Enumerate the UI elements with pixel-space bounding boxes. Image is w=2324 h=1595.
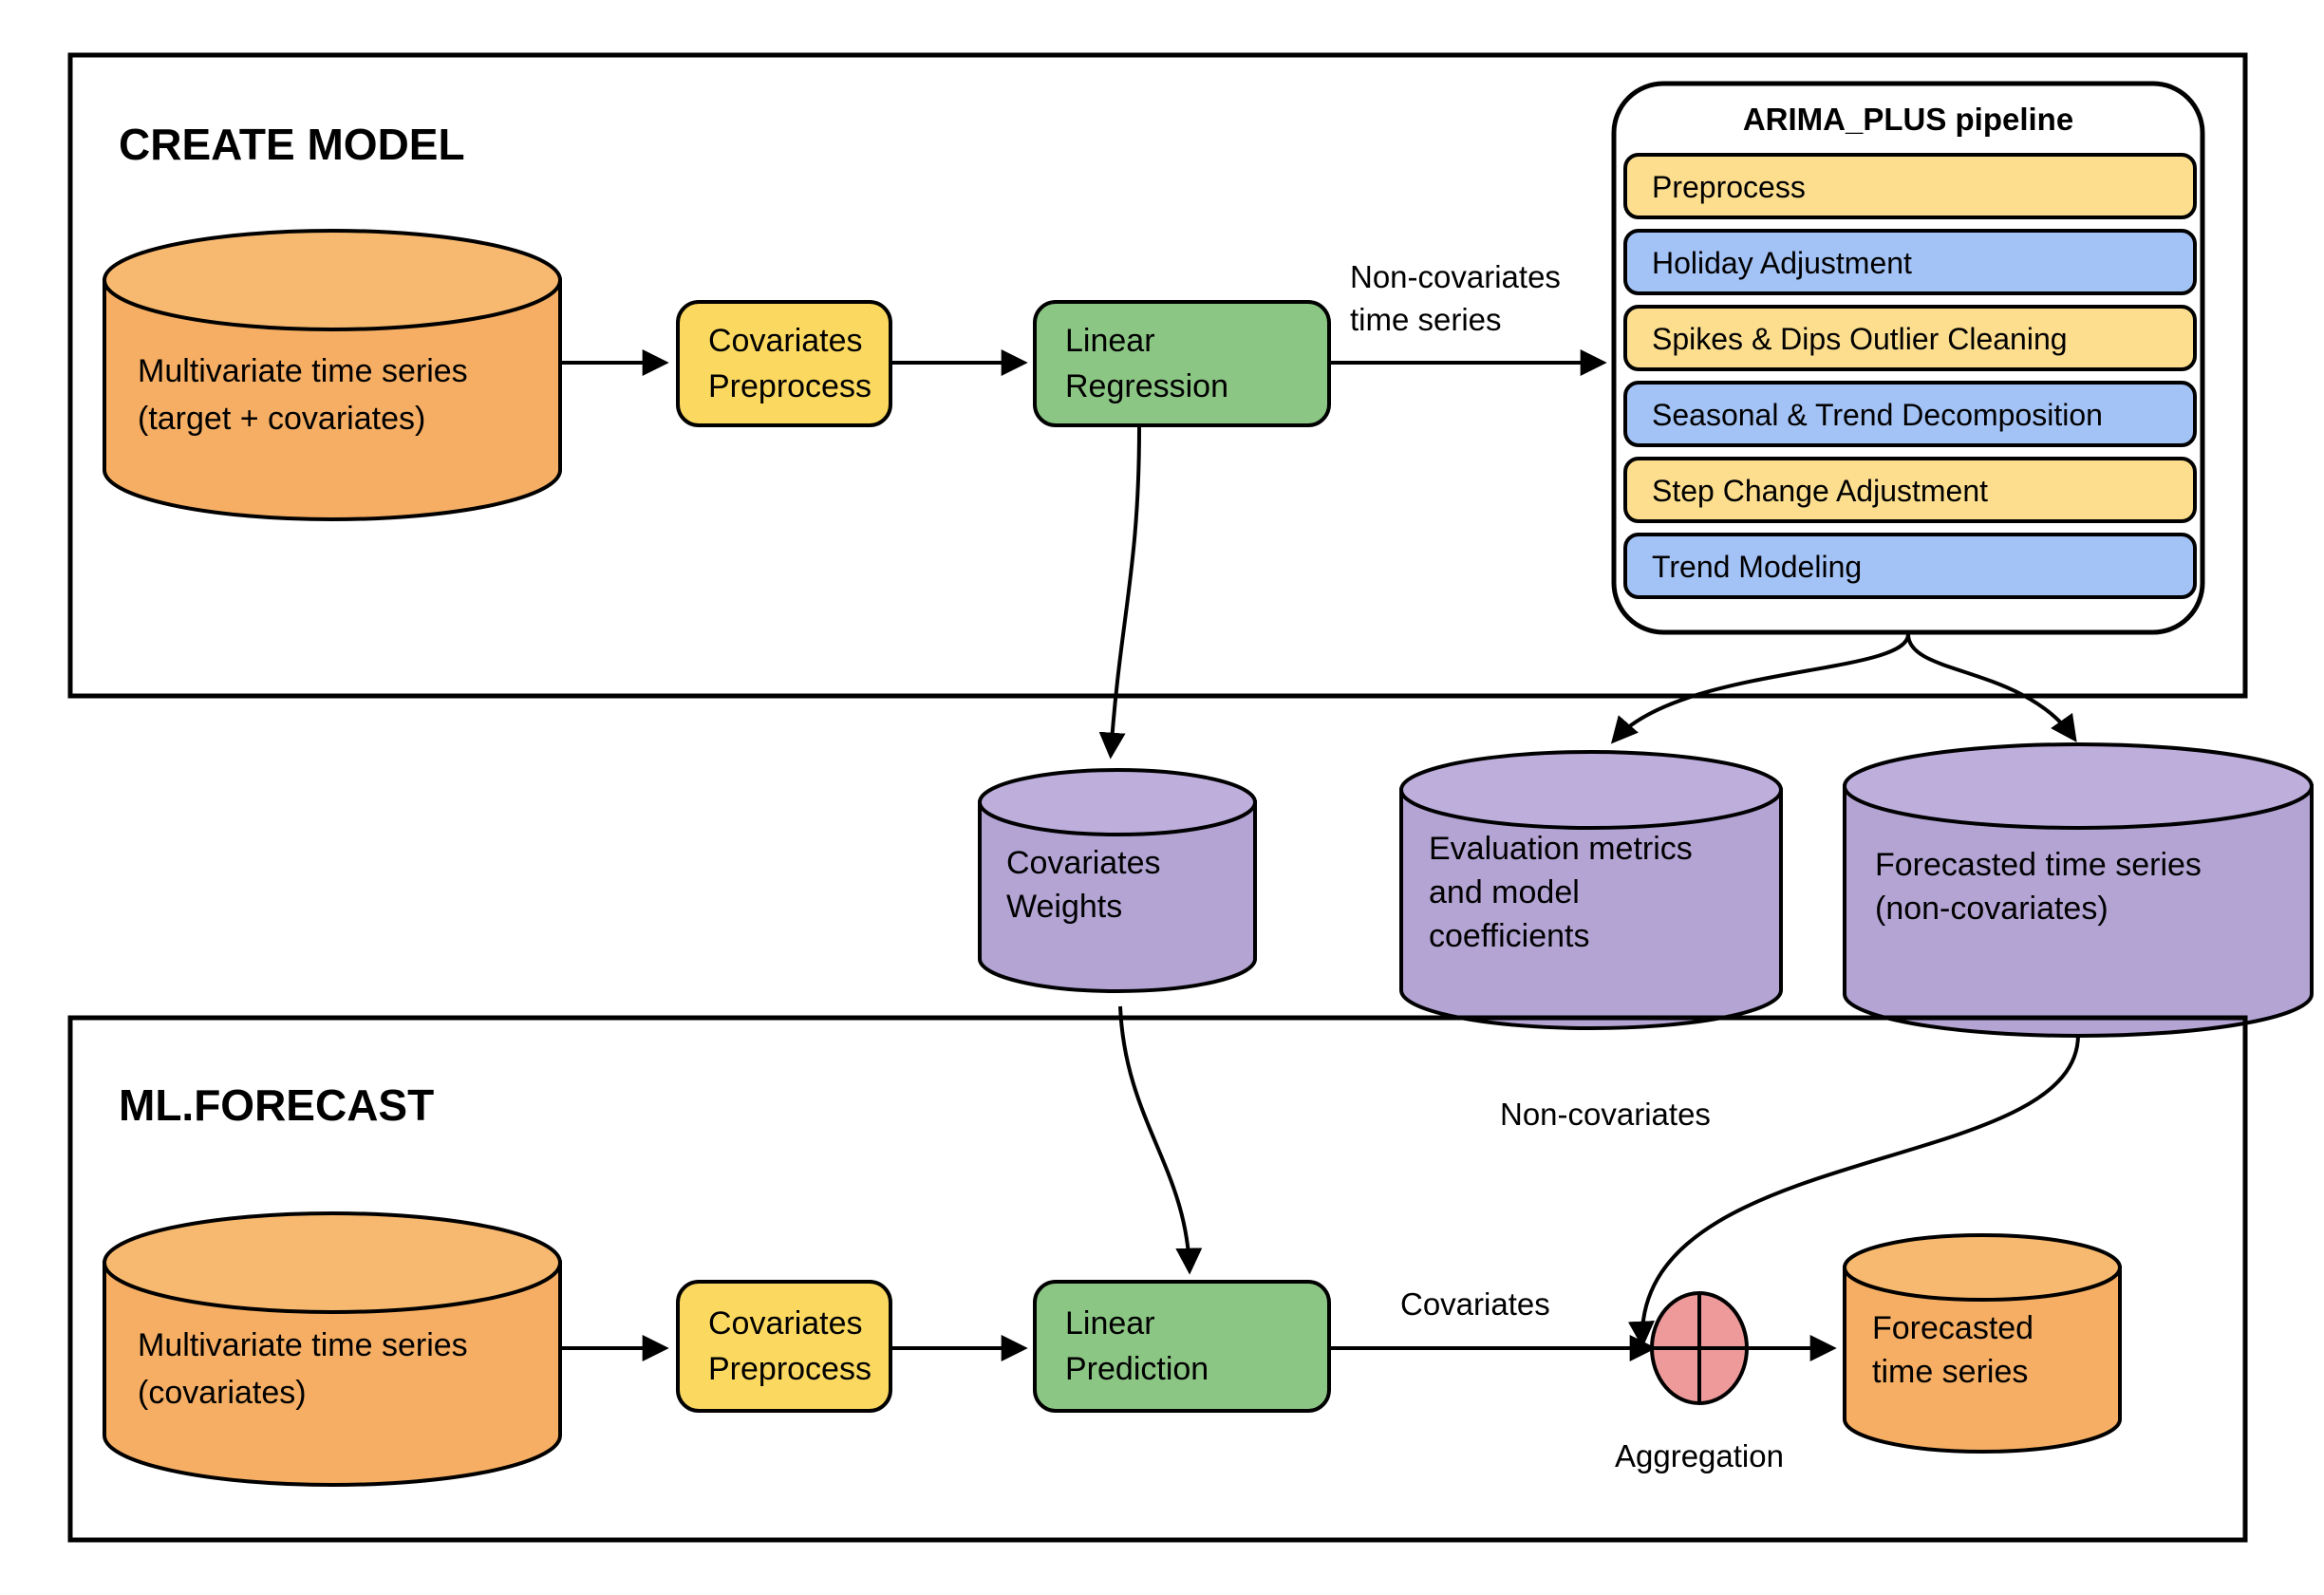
edge-pipeline-to-forecasted-non-covariates [1906, 633, 2077, 742]
node-linear-regression[interactable] [1033, 300, 1331, 427]
cylinder-forecasted-non-covariates-line1: Forecasted time series [1875, 847, 2202, 883]
node-covariates-preprocess-cm-line1: Covariates [708, 323, 863, 359]
node-covariates-preprocess-cm[interactable] [676, 300, 892, 427]
cylinder-multivariate-covariates-line2: (covariates) [138, 1375, 307, 1411]
cylinder-evaluation-metrics-line3: coefficients [1429, 918, 1589, 954]
node-linear-prediction[interactable] [1033, 1280, 1331, 1413]
pipeline-step-step-change-adjustment[interactable] [1623, 457, 2197, 523]
cylinder-multivariate-source [103, 229, 562, 521]
cylinder-covariates-weights-line2: Weights [1006, 889, 1122, 925]
section-title-ml-forecast: ML.FORECAST [119, 1080, 434, 1130]
pipeline-step-preprocess[interactable] [1623, 153, 2197, 219]
node-covariates-preprocess-mlf-line2: Preprocess [708, 1351, 872, 1387]
cylinder-covariates-weights [978, 768, 1257, 993]
edge-regression-to-covariates-weights [1098, 426, 1141, 760]
pipeline-step-seasonal-trend-decomposition[interactable] [1623, 381, 2197, 447]
pipeline-step-trend-modeling-label: Trend Modeling [1652, 550, 1862, 584]
cylinder-evaluation-metrics-line2: and model [1429, 874, 1580, 910]
cylinder-multivariate-covariates-line1: Multivariate time series [138, 1327, 468, 1363]
pipeline-step-seasonal-trend-decomposition-label: Seasonal & Trend Decomposition [1652, 398, 2103, 432]
cylinder-forecasted-output-line1: Forecasted [1872, 1310, 2034, 1346]
edge-label-non-covariates-mlf: Non-covariates [1500, 1097, 1711, 1132]
node-linear-regression-line1: Linear [1065, 323, 1155, 359]
pipeline-step-step-change-adjustment-label: Step Change Adjustment [1652, 474, 1988, 508]
edge-covariates-weights-to-prediction [1118, 1005, 1203, 1275]
section-title-create-model: CREATE MODEL [119, 120, 465, 169]
pipeline-step-holiday-adjustment[interactable] [1623, 229, 2197, 295]
cylinder-forecasted-non-covariates-line2: (non-covariates) [1875, 891, 2108, 927]
node-covariates-preprocess-cm-line2: Preprocess [708, 368, 872, 404]
cylinder-forecasted-output-line2: time series [1872, 1354, 2028, 1390]
cylinder-forecasted-time-series-output [1843, 1233, 2122, 1454]
node-linear-prediction-line2: Prediction [1065, 1351, 1209, 1387]
cylinder-evaluation-metrics-line1: Evaluation metrics [1429, 831, 1693, 867]
edge-label-non-covariates-line2: time series [1350, 302, 1502, 337]
pipeline-step-trend-modeling[interactable] [1623, 533, 2197, 599]
aggregation-node[interactable] [1650, 1291, 1749, 1405]
pipeline-step-spikes-dips-outlier-cleaning[interactable] [1623, 305, 2197, 371]
cylinder-multivariate-covariates [103, 1211, 562, 1487]
cylinder-covariates-weights-line1: Covariates [1006, 845, 1161, 881]
cylinder-evaluation-metrics [1399, 750, 1783, 1030]
edge-pipeline-to-evaluation-metrics [1610, 633, 1910, 744]
pipeline-step-spikes-dips-outlier-cleaning-label: Spikes & Dips Outlier Cleaning [1652, 322, 2068, 356]
cylinder-forecasted-non-covariates [1843, 742, 2314, 1038]
cylinder-multivariate-source-line1: Multivariate time series [138, 353, 468, 389]
cylinder-multivariate-source-line2: (target + covariates) [138, 401, 425, 437]
section-frame-ml-forecast [67, 1015, 2248, 1543]
section-frame-create-model [67, 52, 2248, 699]
node-covariates-preprocess-mlf-line1: Covariates [708, 1305, 863, 1342]
aggregation-label: Aggregation [1615, 1438, 1784, 1473]
pipeline-step-holiday-adjustment-label: Holiday Adjustment [1652, 246, 1912, 280]
pipeline-step-list: Preprocess Holiday Adjustment Spikes & D… [1623, 153, 2197, 599]
edge-label-non-covariates-line1: Non-covariates [1350, 259, 1561, 294]
node-linear-regression-line2: Regression [1065, 368, 1228, 404]
pipeline-step-preprocess-label: Preprocess [1652, 170, 1806, 204]
pipeline-title: ARIMA_PLUS pipeline [1743, 102, 2073, 137]
edge-forecasted-non-covariates-to-aggregation [1627, 1034, 2080, 1348]
edge-label-covariates: Covariates [1400, 1286, 1550, 1322]
node-linear-prediction-line1: Linear [1065, 1305, 1155, 1342]
node-covariates-preprocess-mlf[interactable] [676, 1280, 892, 1413]
